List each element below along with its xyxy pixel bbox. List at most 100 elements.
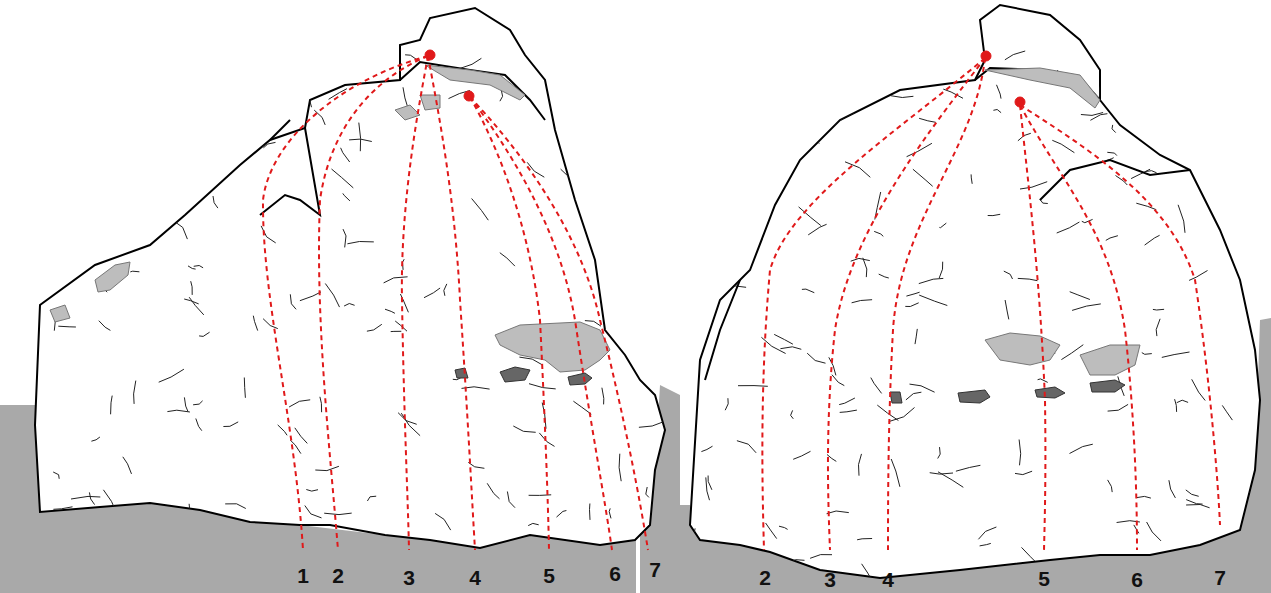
rock-crack [808, 224, 826, 235]
rock-crack [1100, 76, 1103, 98]
rock-crack [834, 113, 854, 126]
rock-crack [367, 496, 376, 501]
rock-crack [1005, 51, 1025, 60]
rock-crack [851, 258, 870, 261]
rock-crack [1136, 203, 1156, 210]
rock-crack [807, 353, 825, 363]
rock-crack [253, 316, 257, 331]
route-number: 2 [332, 565, 344, 586]
rock-crack [398, 413, 417, 425]
rock-crack [84, 133, 93, 140]
rock-crack [58, 326, 76, 328]
rock-crack [193, 401, 203, 405]
rock-crack [953, 8, 971, 13]
rock-crack [1111, 557, 1118, 567]
rock-crack [1052, 140, 1074, 152]
rock-crack [1146, 171, 1157, 173]
rock-crack [315, 466, 339, 470]
rock-crack [589, 504, 591, 520]
rock-crack [1197, 129, 1211, 136]
rock-crack [189, 504, 192, 517]
rock-crack [971, 174, 972, 183]
rock-crack [905, 303, 918, 307]
route-number: 7 [649, 559, 661, 580]
rock-crack [1219, 38, 1240, 45]
rock-crack [1108, 480, 1113, 492]
rock-crack [500, 253, 515, 266]
rock-crack [166, 88, 170, 112]
rock-crack [189, 297, 204, 315]
rock-crack [1229, 226, 1241, 232]
rock-crack [1249, 492, 1262, 502]
rock-crack [624, 89, 636, 97]
rock-crack [134, 381, 136, 404]
rock-crack [938, 472, 963, 488]
rock-crack [263, 319, 278, 329]
rock-crack [341, 148, 350, 162]
rock-crack [1145, 235, 1160, 245]
rock-crack [877, 405, 898, 420]
rock-crack [709, 162, 712, 180]
rock-crack [1018, 278, 1038, 280]
rock-crack [94, 225, 104, 227]
rock-crack [1166, 112, 1175, 119]
rock-crack [256, 29, 261, 42]
rock-crack [159, 369, 184, 382]
rock-crack [1222, 405, 1232, 420]
rock-crack [53, 472, 59, 479]
rock-crack [607, 30, 619, 39]
rock-crack [874, 231, 883, 236]
rock-crack [183, 161, 206, 171]
rock-crack [1108, 404, 1129, 411]
rock-crack [827, 511, 849, 514]
rock-crack [602, 388, 604, 405]
rock-crack [40, 237, 60, 250]
rock-crack [910, 42, 932, 59]
rock-crack [232, 144, 245, 159]
rock-crack [127, 172, 129, 194]
rock-crack [643, 303, 664, 310]
rock-crack [1120, 82, 1130, 90]
rock-crack [1107, 152, 1117, 155]
rock-crack [188, 266, 196, 269]
rock-crack [344, 304, 355, 307]
rock-crack [839, 398, 855, 405]
rock-crack [640, 147, 659, 159]
rock-crack [810, 555, 832, 559]
rock-crack [631, 226, 645, 239]
rock-crack [708, 476, 712, 490]
rock-crack [1061, 345, 1083, 360]
rock-crack [194, 266, 203, 268]
rock-crack [244, 76, 259, 78]
rock-crack [99, 321, 111, 331]
rock-crack [852, 300, 873, 303]
rock-crack [142, 22, 144, 49]
rock-crack [301, 81, 311, 107]
rock-crack [1090, 114, 1107, 121]
rock-crack [332, 169, 354, 188]
rock-crack [980, 543, 991, 546]
rock-crack [639, 421, 667, 428]
rock-crack [167, 410, 190, 412]
rock-crack [169, 196, 170, 220]
rock-crack [840, 410, 857, 412]
route-number: 4 [882, 569, 894, 590]
rock-crack [723, 286, 746, 289]
rock-crack [173, 221, 187, 239]
rock-crack [343, 229, 346, 247]
rock-crack [774, 334, 793, 344]
rock-crack [832, 375, 844, 386]
rock-crack [1192, 379, 1206, 400]
rock-crack [786, 560, 805, 564]
rock-crack [1005, 300, 1009, 319]
rock-crack [487, 483, 499, 499]
rock-crack [1020, 182, 1047, 189]
rock-crack [919, 295, 947, 305]
rock-crack [1243, 202, 1246, 217]
rock-crack [710, 252, 712, 277]
rock-crack [760, 133, 769, 139]
rock-crack [779, 110, 790, 116]
rock-crack [1175, 399, 1177, 412]
rock-crack [919, 118, 936, 122]
